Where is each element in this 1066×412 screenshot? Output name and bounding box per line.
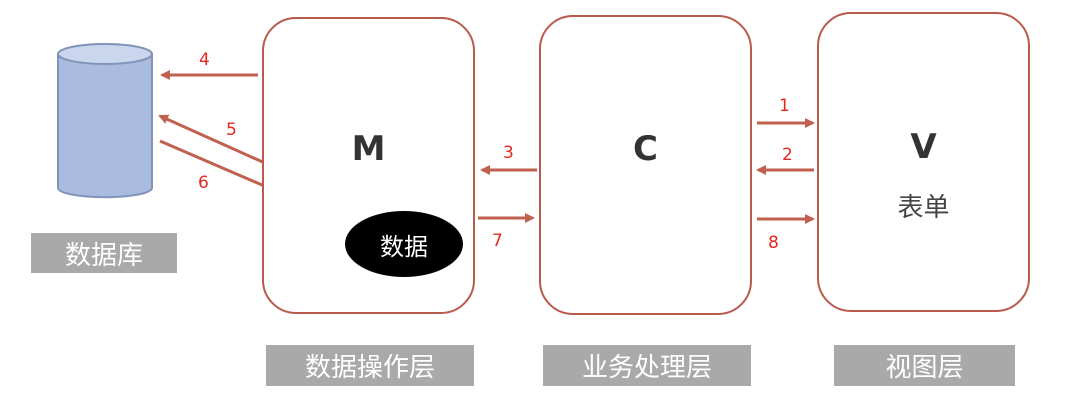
arrow-number-8: 8 xyxy=(768,233,779,253)
arrow-number-7: 7 xyxy=(492,231,503,251)
arrow-number-5: 5 xyxy=(226,120,237,140)
view-letter: V xyxy=(910,127,937,167)
view-layer-label: 视图层 xyxy=(834,345,1015,386)
view-sub-label: 表单 xyxy=(897,193,950,223)
arrow-number-6: 6 xyxy=(198,173,209,193)
model-layer-label: 数据操作层 xyxy=(266,345,474,386)
arrow-number-1: 1 xyxy=(779,96,790,116)
arrow-number-4: 4 xyxy=(199,50,210,70)
database-label: 数据库 xyxy=(31,233,177,273)
model-data-ellipse: 数据 xyxy=(345,211,463,277)
arrow-number-2: 2 xyxy=(782,145,793,165)
view-box: V 表单 xyxy=(817,12,1030,312)
controller-layer-label: 业务处理层 xyxy=(543,345,751,386)
arrow-number-3: 3 xyxy=(503,143,514,163)
model-letter: M xyxy=(351,129,386,169)
controller-box: C xyxy=(539,15,752,315)
controller-letter: C xyxy=(633,129,658,169)
database-cylinder-icon xyxy=(57,43,153,199)
